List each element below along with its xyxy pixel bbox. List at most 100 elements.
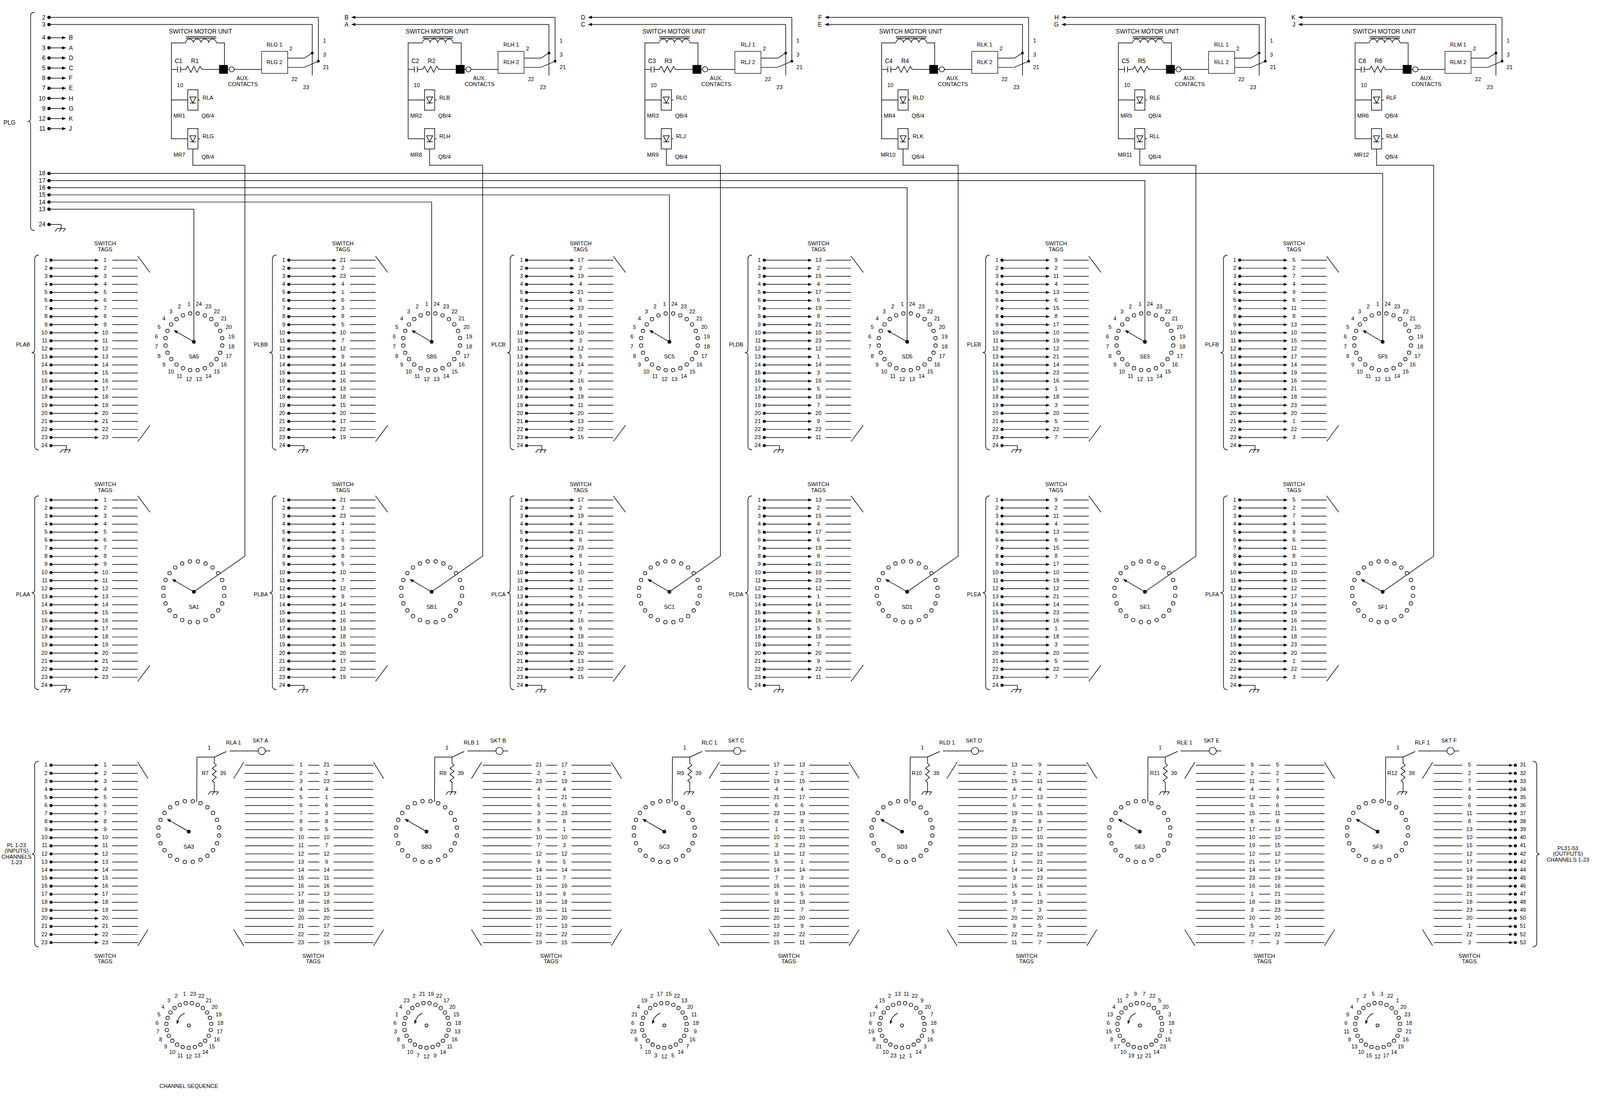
switch-contact	[1161, 565, 1166, 570]
switch-contact	[401, 601, 406, 606]
switch-contact	[696, 578, 700, 582]
contact-number: 1	[1506, 38, 1511, 45]
relay-contact	[1014, 61, 1029, 68]
arrowhead	[808, 307, 812, 310]
contact-number: 4	[399, 315, 404, 323]
pin-dot	[287, 444, 290, 448]
pin-number: 17	[754, 386, 762, 393]
relay-name: RLL 2	[1214, 59, 1229, 66]
pin-dot	[763, 506, 766, 510]
contact-number: 7	[392, 344, 397, 351]
switch-contact	[443, 854, 447, 858]
switch-contact	[436, 1043, 441, 1047]
switch-contact	[446, 1028, 451, 1033]
ground-symbol	[301, 449, 304, 453]
switch-tag: 21	[814, 322, 822, 329]
switch-tag: 22	[101, 426, 109, 433]
arrowhead	[808, 356, 812, 359]
pin-dot	[287, 412, 290, 415]
arrowhead	[808, 611, 812, 614]
pin-dot	[525, 258, 528, 262]
pin-dot	[1238, 412, 1241, 415]
pin-dot	[763, 372, 766, 375]
switch-contact	[211, 848, 215, 853]
arrowhead	[1509, 780, 1513, 783]
switch-contact	[876, 344, 881, 348]
switch-contact	[1146, 1003, 1151, 1007]
switch-contact	[640, 1028, 645, 1033]
switch-contact	[443, 805, 447, 810]
pin-dot	[49, 266, 53, 270]
aux-contact	[1412, 66, 1418, 72]
pin-dot	[49, 315, 53, 318]
switch-contact	[921, 1016, 925, 1021]
signal-letter: E	[817, 21, 823, 29]
switch-contact	[411, 614, 415, 618]
socket-symbol	[971, 747, 979, 755]
switch-contact	[638, 848, 643, 853]
contact-number: 2	[1235, 46, 1240, 53]
pin-number: 4	[757, 281, 762, 288]
switch-contact	[1369, 561, 1373, 566]
tag-bracket	[233, 762, 244, 779]
pin-dot	[1001, 307, 1004, 310]
switch-tag: 14	[576, 362, 584, 369]
pin-dot	[287, 555, 290, 558]
connector-bracket	[31, 254, 39, 450]
switch-tag: 3	[341, 305, 346, 312]
diode-symbol	[424, 89, 435, 111]
ground-symbol	[1159, 791, 1162, 795]
pin-number: 6	[44, 297, 49, 304]
switch-contact	[433, 368, 438, 373]
diode-symbol	[1373, 97, 1380, 104]
pin-dot	[525, 307, 528, 310]
switch-contact	[188, 559, 192, 564]
switch-contact	[922, 1028, 926, 1033]
switch-contact	[1109, 841, 1114, 846]
switch-contact	[1131, 618, 1135, 622]
dial-centre	[1138, 1024, 1142, 1028]
pin-number: 21	[516, 418, 524, 425]
pin-dot	[525, 531, 528, 534]
arrowhead	[333, 299, 337, 302]
switch-contact	[664, 311, 668, 316]
switch-contact	[405, 571, 410, 575]
arrowhead	[1284, 307, 1288, 310]
pin-number: 18	[754, 394, 762, 401]
pin-dot	[1238, 635, 1241, 639]
ground-symbol	[535, 689, 538, 693]
signal-letter: K	[68, 115, 74, 123]
switch-contact	[681, 805, 685, 810]
switch-tag: 1	[816, 354, 821, 361]
ground-symbol	[539, 689, 542, 693]
switch-contact	[1120, 357, 1124, 362]
arrowhead	[352, 16, 356, 19]
switch-contact	[410, 1006, 415, 1011]
pin-dot	[49, 412, 53, 415]
switch-contact	[420, 860, 425, 864]
pin-dot	[287, 522, 290, 526]
arrowhead	[1284, 644, 1288, 647]
arrowhead	[1046, 652, 1050, 655]
arrowhead	[650, 330, 654, 334]
contact-number: 10	[405, 369, 413, 376]
switch-contact	[1409, 344, 1413, 348]
switch-contact	[935, 586, 940, 590]
switch-contact	[168, 1011, 173, 1015]
relay-name: RLC	[675, 95, 688, 102]
switch-contact	[928, 818, 932, 822]
pin-dot	[47, 172, 51, 175]
pin-dot	[49, 522, 53, 526]
resistor-symbol	[687, 757, 692, 788]
switch-contact	[662, 1046, 667, 1050]
diode-name: MR7	[173, 152, 186, 159]
switch-contact	[1171, 344, 1175, 348]
switch-tag: 8	[103, 313, 108, 320]
relay-name: RLM 1	[1449, 42, 1467, 49]
switch-contact	[1144, 1045, 1148, 1050]
switch-contact	[1107, 825, 1112, 830]
pin-dot	[1238, 668, 1241, 671]
arrowhead	[95, 571, 99, 574]
arrowhead	[808, 275, 812, 278]
arrowhead	[1284, 340, 1288, 343]
